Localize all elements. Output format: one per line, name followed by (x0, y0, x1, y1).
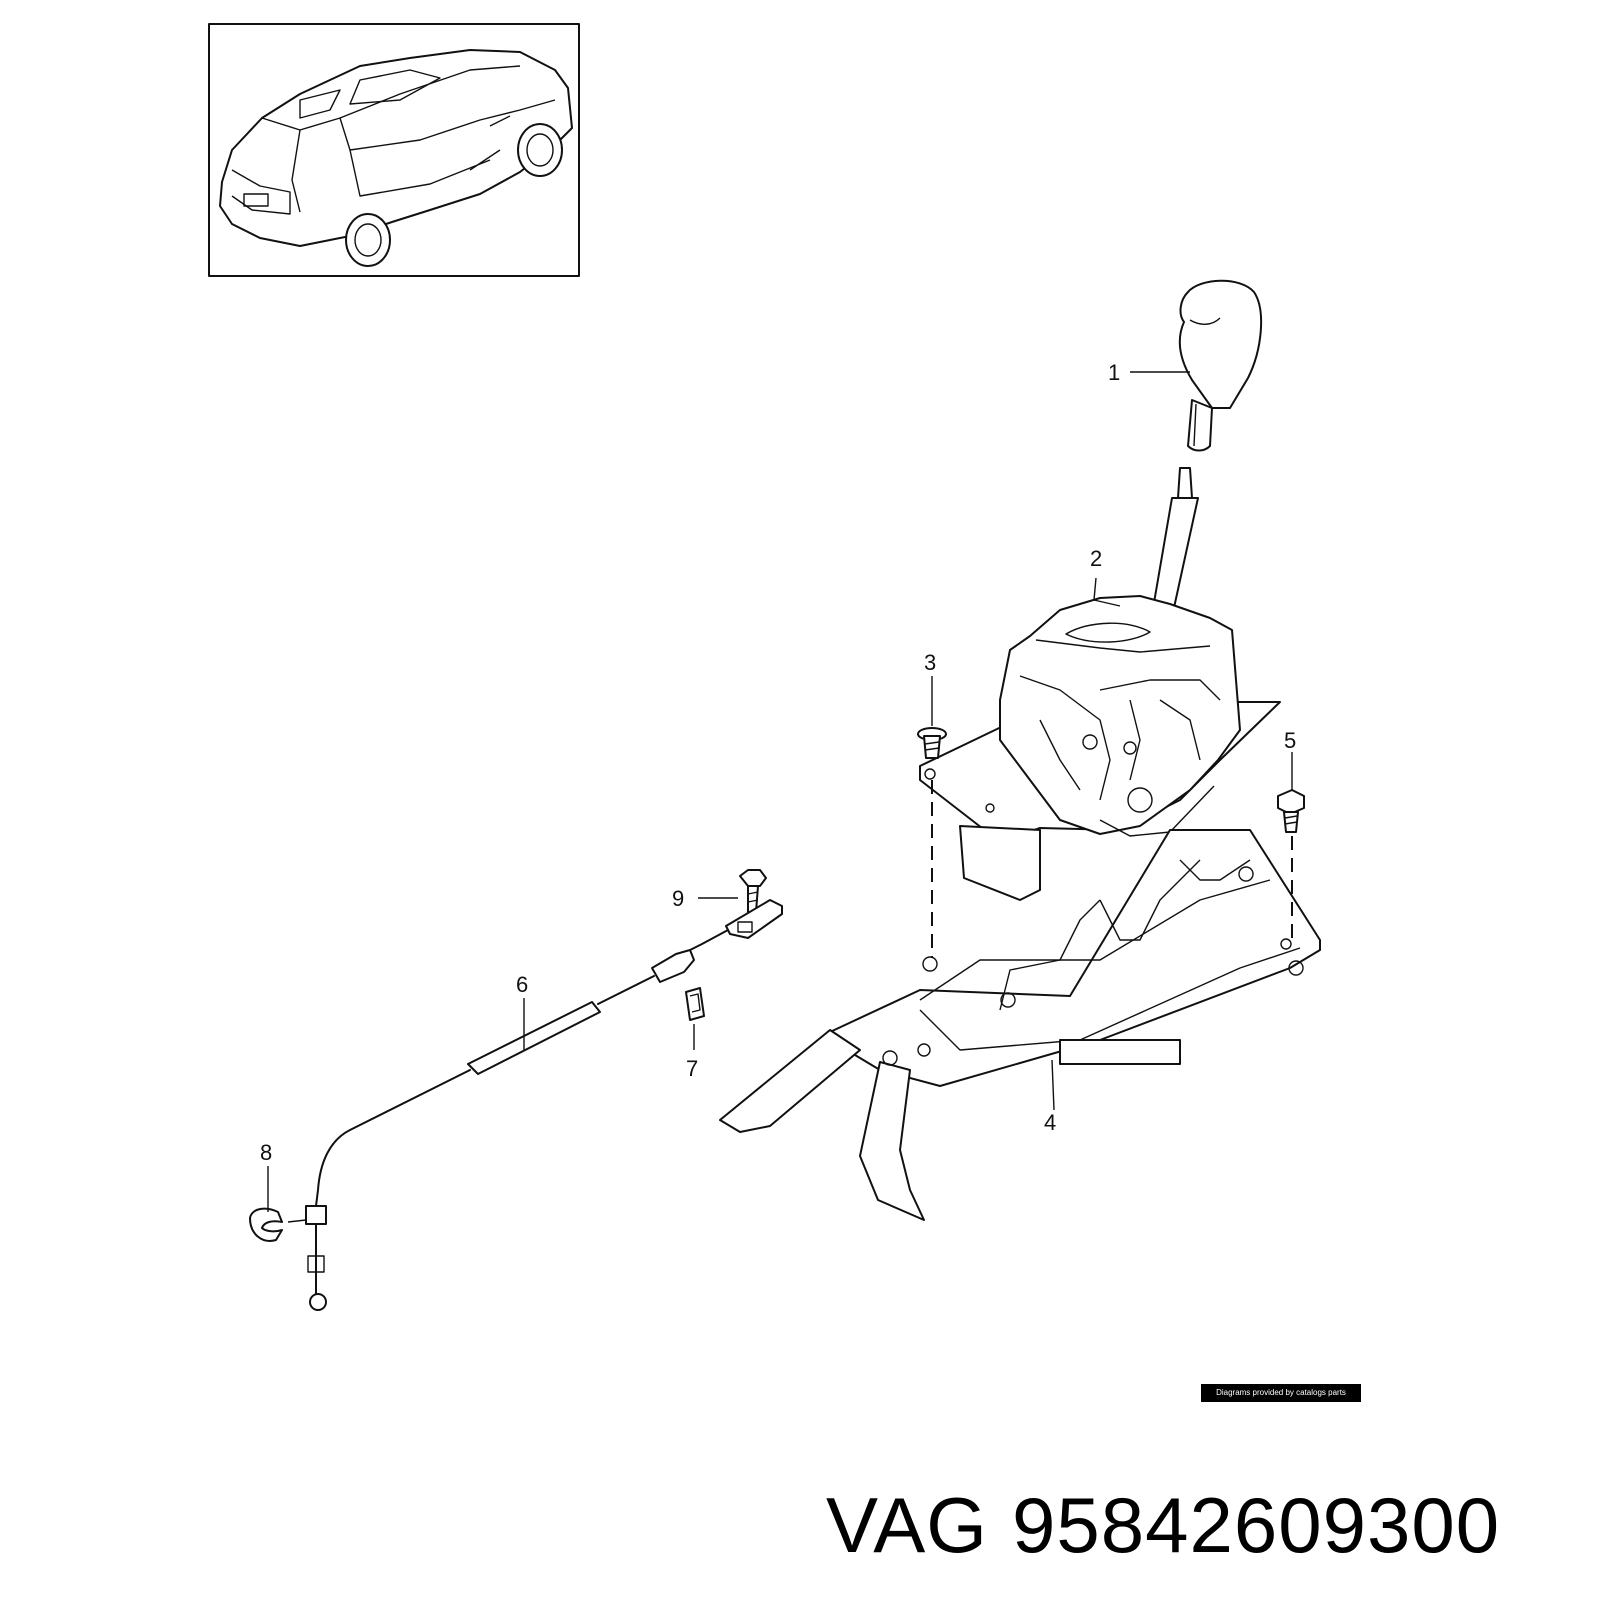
clip-part-7 (685, 987, 705, 1021)
callout-9: 9 (672, 886, 684, 911)
part-number-footer: VAG 95842609300 (826, 1480, 1524, 1571)
brand-label: VAG (826, 1481, 988, 1569)
callout-3: 3 (924, 650, 936, 675)
diagram-credit-badge: Diagrams provided by catalogs parts (1201, 1384, 1361, 1402)
bolt-part-5 (1277, 789, 1305, 833)
callout-5: 5 (1284, 728, 1296, 753)
leader-lines (267, 371, 1293, 1223)
shift-cable-part (305, 929, 729, 1311)
callout-2: 2 (1090, 546, 1102, 571)
callout-8: 8 (260, 1140, 272, 1165)
callout-7: 7 (686, 1056, 698, 1081)
shifter-mechanism-part (919, 467, 1281, 901)
screw-part-3 (917, 727, 947, 759)
base-bracket-part (719, 829, 1321, 1221)
gear-knob-part (1178, 279, 1263, 452)
callout-1: 1 (1108, 360, 1120, 385)
cable-connector (725, 899, 783, 939)
vehicle-thumbnail (208, 23, 580, 277)
callout-4: 4 (1044, 1110, 1056, 1135)
part-number-label: 95842609300 (1011, 1481, 1501, 1569)
callout-6: 6 (516, 972, 528, 997)
retaining-clip-part-8 (249, 1207, 283, 1242)
